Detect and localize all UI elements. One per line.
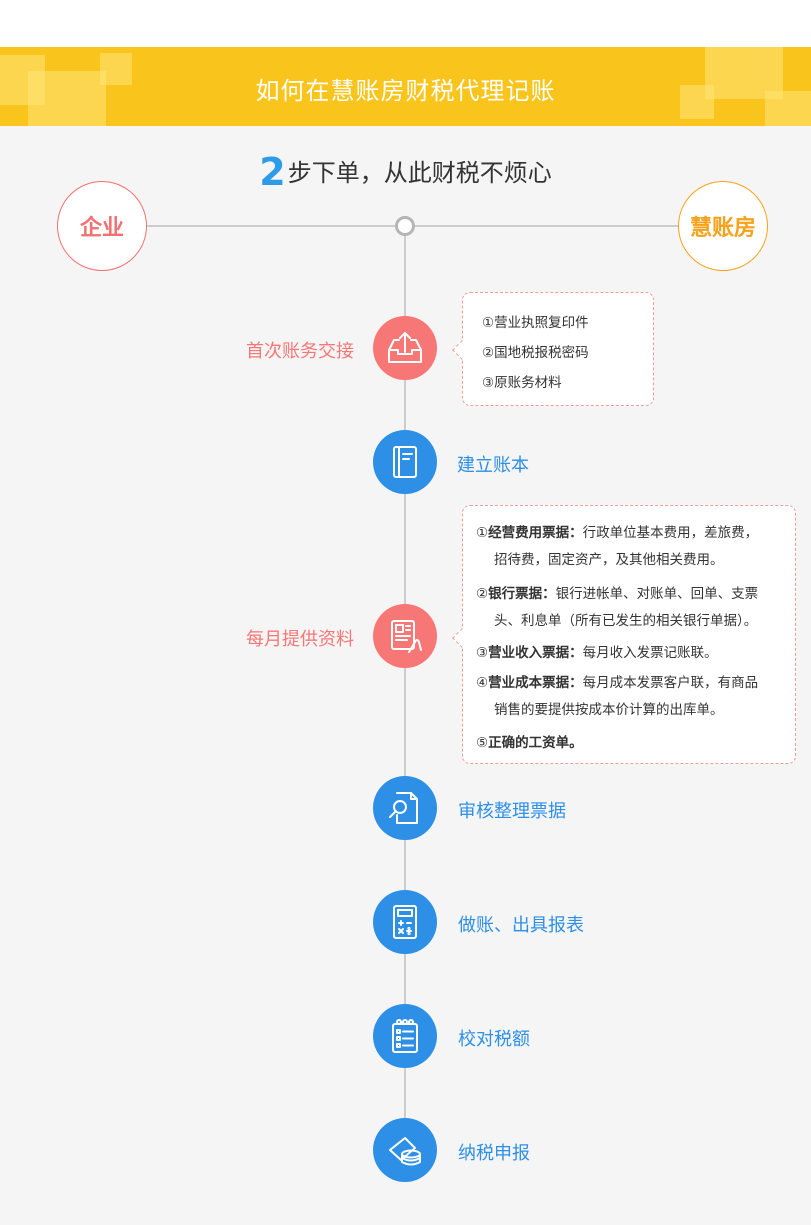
- calculator-icon: [393, 905, 417, 939]
- step-2-circle: [373, 430, 437, 494]
- timeline-line: [404, 235, 406, 1155]
- handover-item-1: ①营业执照复印件: [482, 315, 589, 331]
- step-6-label: 校对税额: [458, 1029, 530, 1050]
- heading-text: 步下单，从此财税不烦心: [287, 159, 552, 187]
- step-3-label: 每月提供资料: [246, 629, 354, 650]
- top-margin: [0, 0, 811, 47]
- document-search-icon: [389, 792, 418, 824]
- material-item-3: ③营业收入票据：每月收入发票记账联。: [476, 641, 788, 661]
- material-item-4: ④营业成本票据：每月成本发票客户联，有商品 销售的要提供按成本价计算的出库单。: [476, 671, 788, 718]
- item-title: 正确的工资单。: [488, 735, 583, 751]
- step-4-circle: [373, 776, 437, 840]
- step-1-circle: [373, 316, 437, 380]
- item-title: 经营费用票据：: [488, 525, 583, 541]
- material-item-1: ①经营费用票据：行政单位基本费用，差旅费， 招待费，固定资产，及其他相关费用。: [476, 521, 788, 568]
- ledger-book-icon: [393, 446, 417, 478]
- step-count: 2: [259, 150, 286, 194]
- timeline-hub-node: [395, 216, 415, 236]
- coins-card-icon: [389, 1137, 421, 1166]
- step-3-circle: [373, 604, 437, 668]
- item-text: 行政单位基本费用，差旅费，: [582, 525, 759, 541]
- item-number: ⑤: [476, 735, 489, 751]
- item-title: 营业收入票据：: [488, 645, 583, 661]
- item-text-cont: 销售的要提供按成本价计算的出库单。: [494, 702, 724, 718]
- handover-item-3: ③原账务材料: [482, 375, 562, 391]
- item-text: 每月收入发票记账联。: [582, 645, 718, 661]
- step-7-label: 纳税申报: [458, 1143, 530, 1164]
- step-2-label: 建立账本: [457, 455, 529, 476]
- banner-title: 如何在慧账房财税代理记账: [255, 77, 556, 105]
- party-enterprise: 企业: [57, 181, 147, 271]
- inbox-upload-icon: [388, 332, 422, 363]
- item-text: 每月成本发票客户联，有商品: [582, 675, 759, 691]
- material-item-2: ②银行票据：银行进帐单、对账单、回单、支票 头、利息单（所有已发生的相关银行单据…: [476, 582, 788, 629]
- title-banner: 如何在慧账房财税代理记账: [0, 47, 811, 126]
- document-hand-icon: [391, 620, 422, 653]
- item-number: ③: [476, 645, 489, 661]
- step-5-circle: [373, 890, 437, 954]
- handover-documents-note: ①营业执照复印件 ②国地税报税密码 ③原账务材料: [462, 292, 654, 406]
- item-text-cont: 头、利息单（所有已发生的相关银行单据）。: [494, 613, 758, 629]
- page-heading: 2步下单，从此财税不烦心: [0, 150, 811, 194]
- step-5-label: 做账、出具报表: [458, 915, 584, 936]
- item-title: 营业成本票据：: [488, 675, 583, 691]
- checklist-notepad-icon: [392, 1019, 418, 1053]
- monthly-materials-note: ①经营费用票据：行政单位基本费用，差旅费， 招待费，固定资产，及其他相关费用。 …: [462, 505, 796, 764]
- item-text-cont: 招待费，固定资产，及其他相关费用。: [494, 552, 724, 568]
- item-number: ②: [476, 586, 489, 602]
- step-7-circle: [373, 1118, 437, 1182]
- handover-item-2: ②国地税报税密码: [482, 345, 589, 361]
- step-4-label: 审核整理票据: [458, 801, 566, 822]
- item-text: 银行进帐单、对账单、回单、支票: [555, 586, 759, 602]
- step-6-circle: [373, 1004, 437, 1068]
- party-huizhangfang: 慧账房: [678, 181, 768, 271]
- item-number: ①: [476, 525, 489, 541]
- step-1-label: 首次账务交接: [246, 341, 354, 362]
- item-title: 银行票据：: [488, 586, 556, 602]
- material-item-5: ⑤正确的工资单。: [476, 731, 788, 751]
- item-number: ④: [476, 675, 489, 691]
